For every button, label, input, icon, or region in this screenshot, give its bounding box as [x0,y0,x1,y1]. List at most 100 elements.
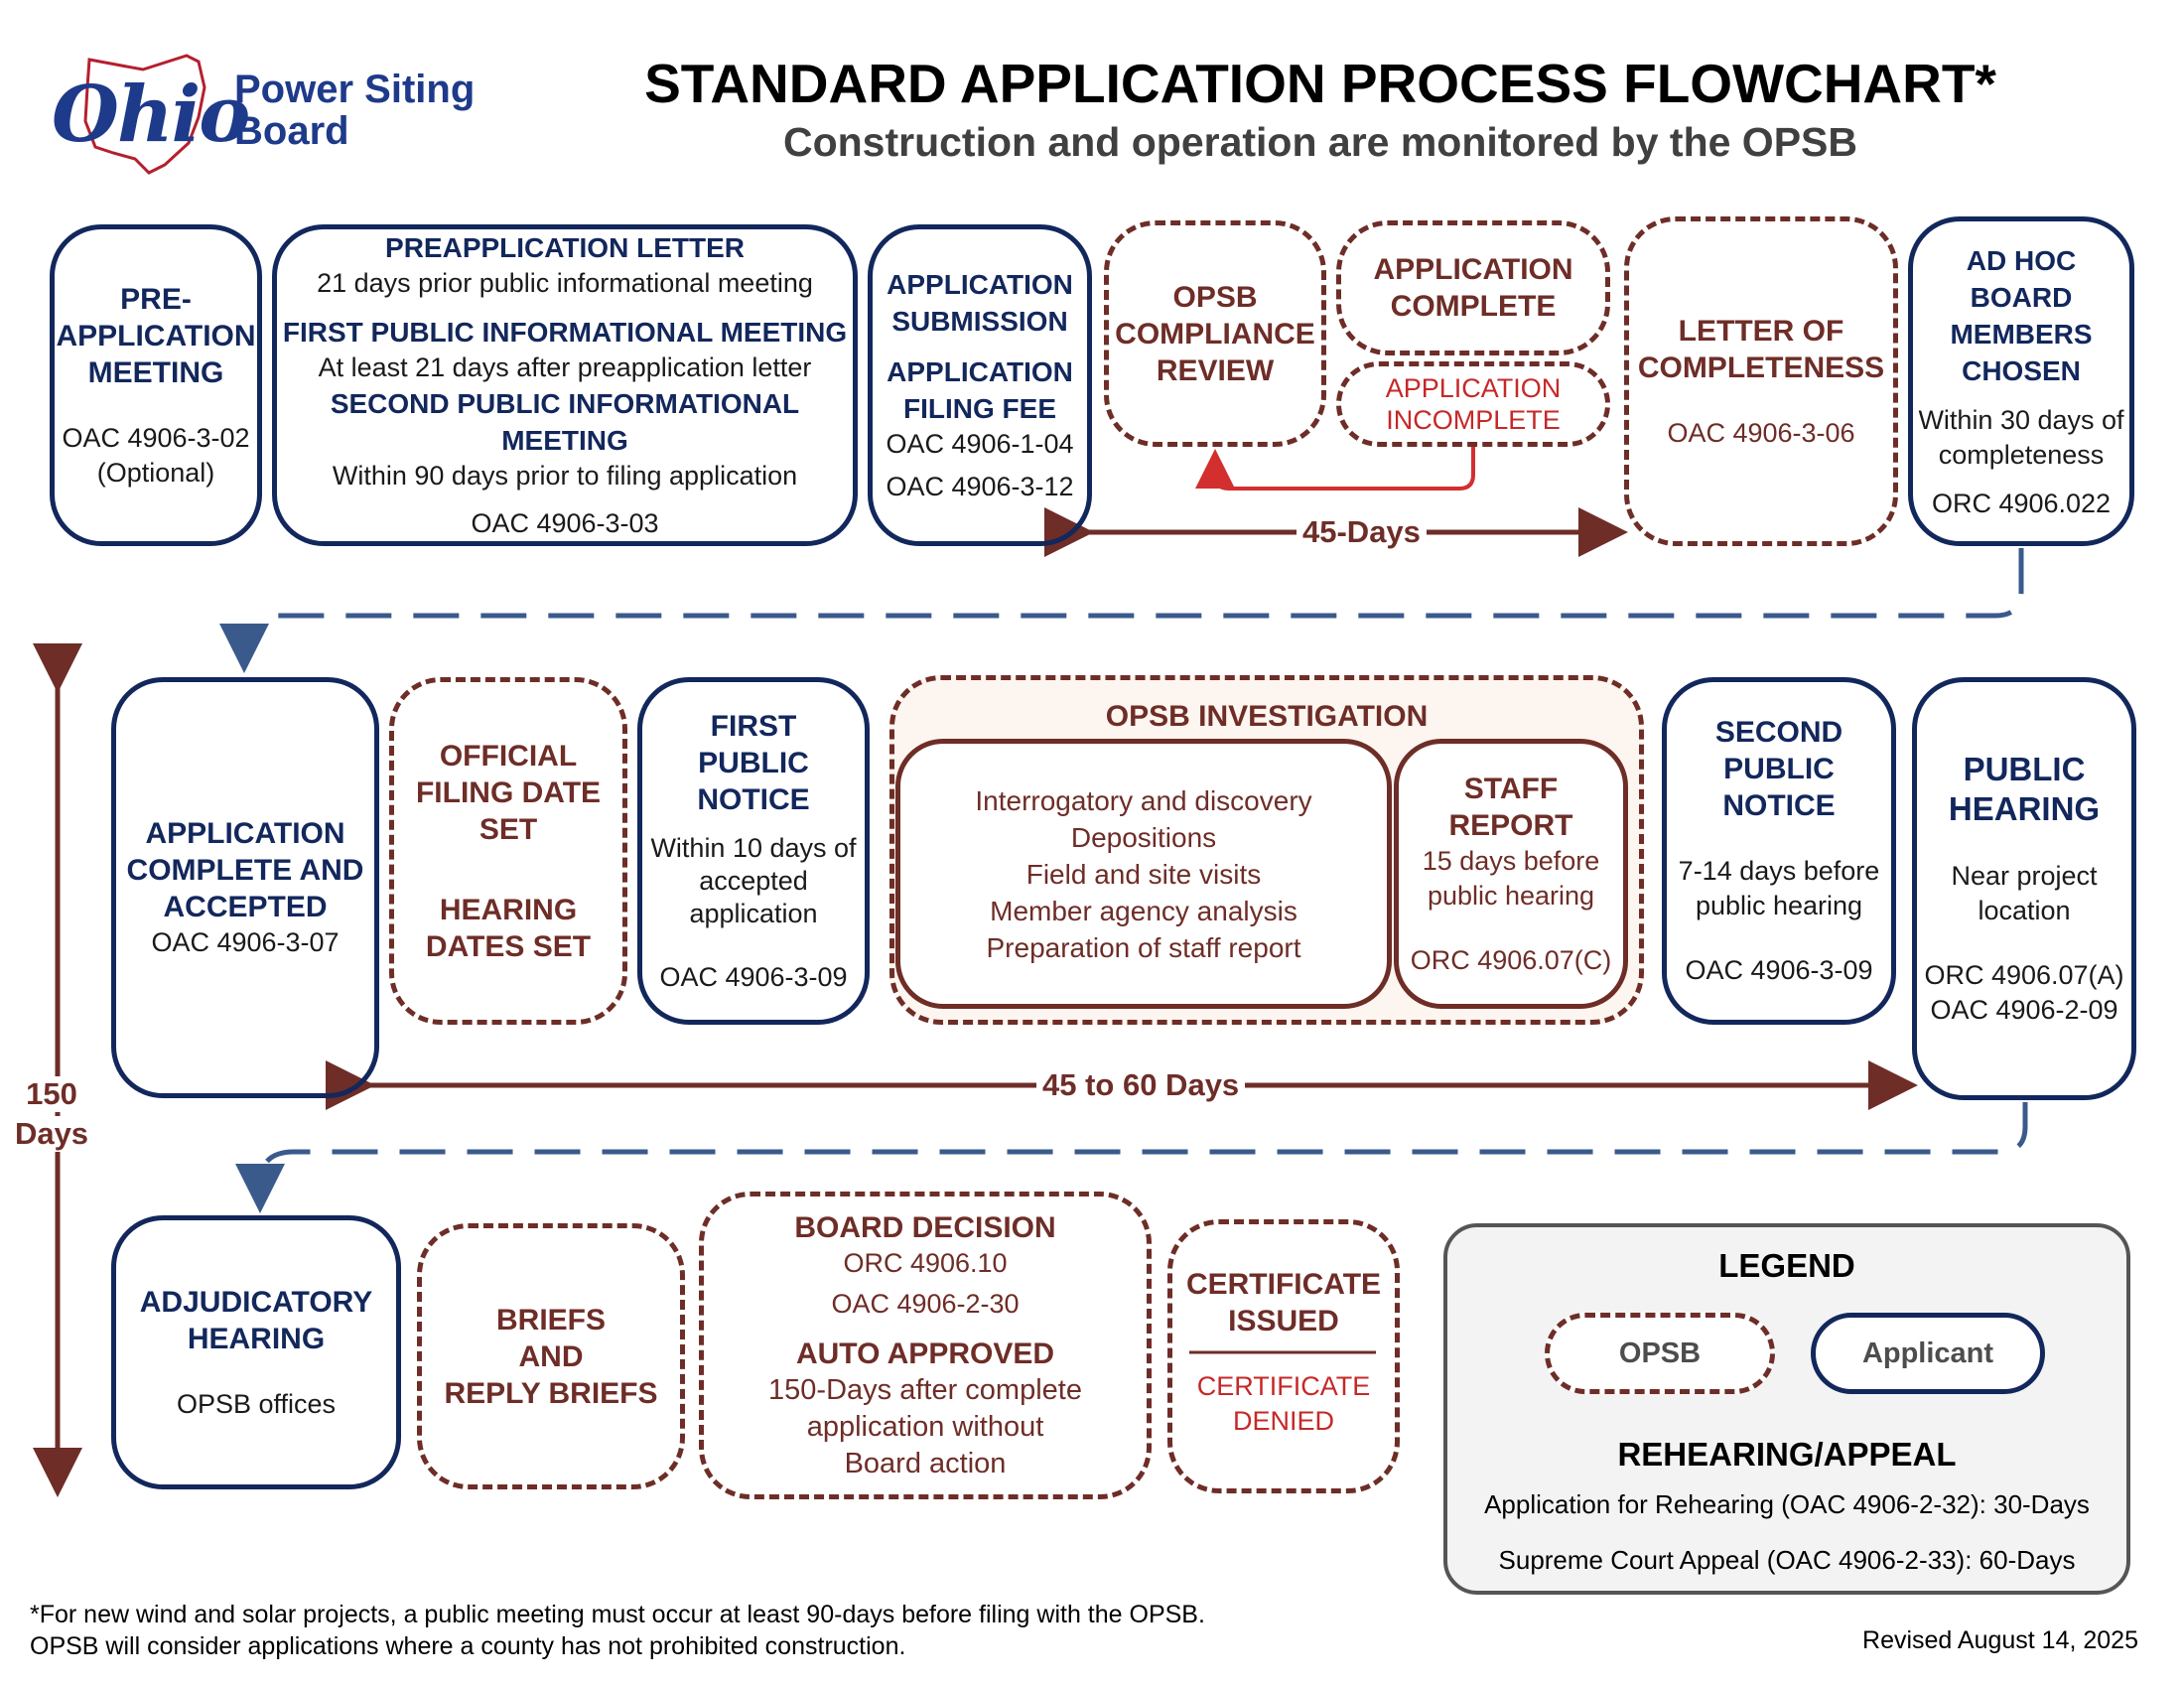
first-meeting-heading: FIRST PUBLIC INFORMATIONAL MEETING [282,317,848,348]
staff-report-note-2: public hearing [1427,880,1595,911]
certificate-denied-title-2: DENIED [1232,1406,1334,1436]
adhoc-title-1: AD HOC BOARD [1966,244,2077,313]
briefs-title-2: AND [518,1339,584,1373]
briefs-title-1: BRIEFS [495,1303,606,1336]
first-notice-title-1: FIRST [710,709,797,743]
letter-title-2: COMPLETENESS [1637,351,1885,384]
filing-fee-title-1: APPLICATION [887,356,1073,387]
briefs-box: BRIEFS AND REPLY BRIEFS [417,1223,685,1489]
pre-app-code: OAC 4906-3-02 [62,422,250,453]
public-hearing-code-1: ORC 4906.07(A) [1924,960,2124,990]
certificate-box: CERTIFICATE ISSUED CERTIFICATE DENIED [1167,1219,1400,1493]
staff-report-box: STAFF REPORT 15 days before public heari… [1394,739,1628,1009]
staff-report-title-2: REPORT [1448,808,1573,842]
first-notice-note-3: application [689,898,818,928]
hearing-dates-title-2: DATES SET [425,929,592,963]
footnote-line-2: OPSB will consider applications where a … [30,1632,906,1660]
submission-title-2: SUBMISSION [891,306,1068,337]
adjudicatory-hearing-box: ADJUDICATORY HEARING OPSB offices [111,1215,401,1489]
appeal-line: Supreme Court Appeal (OAC 4906-2-33): 60… [1498,1545,2076,1575]
investigation-item: Depositions [1070,821,1217,853]
complete-title-1: APPLICATION [1373,253,1573,286]
second-meeting-note: Within 90 days prior to filing applicati… [332,461,798,491]
preapplication-letter-heading: PREAPPLICATION LETTER [385,232,745,263]
filing-title-2: FILING DATE [415,775,602,809]
page-title: STANDARD APPLICATION PROCESS FLOWCHART* [644,53,1996,114]
board-decision-code-1: ORC 4906.10 [843,1247,1008,1278]
briefs-title-3: REPLY BRIEFS [444,1376,658,1410]
connector-row2-row3 [235,1102,2028,1213]
submission-code-2: OAC 4906-3-12 [886,472,1074,501]
page-subtitle: Construction and operation are monitored… [782,119,1858,165]
application-incomplete-box: APPLICATION INCOMPLETE [1336,361,1610,447]
second-notice-note-2: public hearing [1695,891,1863,920]
board-decision-code-2: OAC 4906-2-30 [831,1288,1020,1319]
logo: Ohio Power Siting Board [48,48,484,177]
rehearing-appeal-title: REHEARING/APPEAL [1617,1436,1957,1473]
span-150-days-label-1: 150 [16,1076,87,1112]
compliance-title-3: REVIEW [1156,353,1275,387]
first-notice-code: OAC 4906-3-09 [659,961,848,992]
revised-date: Revised August 14, 2025 [1862,1626,2138,1654]
submission-title-1: APPLICATION [887,269,1073,300]
staff-report-note-1: 15 days before [1422,845,1600,876]
pre-app-title-1: PRE- [120,282,192,316]
second-notice-title-1: SECOND [1714,716,1843,749]
certificate-denied-title-1: CERTIFICATE [1196,1371,1371,1401]
second-notice-title-3: NOTICE [1722,789,1836,822]
rehearing-line: Application for Rehearing (OAC 4906-2-32… [1484,1489,2090,1519]
first-notice-note-2: accepted [699,865,808,896]
letter-code: OAC 4906-3-06 [1667,417,1855,448]
accepted-title-2: COMPLETE AND [126,854,364,887]
submission-code-1: OAC 4906-1-04 [886,429,1074,459]
public-hearing-note-2: location [1978,896,2071,925]
adhoc-title-3: CHOSEN [1962,354,2081,386]
legend-opsb-swatch: OPSB [1545,1313,1775,1394]
investigation-item: Interrogatory and discovery [975,784,1312,816]
board-decision-box: BOARD DECISION ORC 4906.10 OAC 4906-2-30… [699,1192,1152,1499]
letter-of-completeness-box: LETTER OF COMPLETENESS OAC 4906-3-06 [1624,216,1898,546]
application-submission-box: APPLICATION SUBMISSION APPLICATION FILIN… [868,224,1092,546]
opsb-compliance-review-box: OPSB COMPLIANCE REVIEW [1104,220,1326,447]
auto-approved-note-1: 150-Days after complete [768,1373,1082,1406]
board-decision-heading: BOARD DECISION [794,1210,1056,1244]
investigation-item: Member agency analysis [990,895,1297,926]
adhoc-note-2: completeness [1938,439,2105,470]
pre-app-title-2: APPLICATION [56,319,256,352]
org-name-line2: Board [234,109,349,153]
filing-title-3: SET [478,812,538,846]
hearing-dates-title-1: HEARING [439,893,578,926]
second-notice-code: OAC 4906-3-09 [1685,955,1873,985]
legend-title: LEGEND [1718,1247,1855,1284]
ad-hoc-board-box: AD HOC BOARD MEMBERS CHOSEN Within 30 da… [1908,216,2134,546]
span-45-60-days-label: 45 to 60 Days [1036,1067,1246,1103]
span-45-days-label: 45-Days [1297,514,1427,550]
certificate-issued-title-1: CERTIFICATE [1185,1268,1382,1301]
first-notice-title-2: PUBLIC [698,746,809,779]
investigation-item: Preparation of staff report [986,931,1301,963]
investigation-item: Field and site visits [1025,858,1262,890]
compliance-title-2: COMPLIANCE [1115,317,1315,351]
pre-app-note: (Optional) [96,457,215,488]
incomplete-title-2: INCOMPLETE [1386,405,1561,435]
preapplication-letter-note: 21 days prior public informational meeti… [317,268,813,298]
incomplete-return-arrow [1195,445,1475,491]
adhoc-note-1: Within 30 days of [1918,404,2124,435]
adhoc-title-2: MEMBERS [1950,318,2093,350]
public-hearing-box: PUBLIC HEARING Near project location ORC… [1912,677,2136,1100]
first-public-notice-box: FIRST PUBLIC NOTICE Within 10 days of ac… [637,677,870,1025]
org-name-line1: Power Siting [234,68,476,111]
legend-applicant-swatch: Applicant [1811,1313,2045,1394]
logo-word: Ohio [52,70,250,160]
ohio-state-outline-icon [83,54,206,175]
investigation-title: OPSB INVESTIGATION [1105,700,1429,733]
public-hearing-title-1: PUBLIC [1963,751,2086,787]
second-meeting-heading: SECOND PUBLIC INFORMATIONAL MEETING [330,388,800,456]
letter-title-1: LETTER OF [1678,314,1844,348]
filing-and-hearing-dates-box: OFFICIAL FILING DATE SET HEARING DATES S… [389,677,627,1025]
filing-fee-title-2: FILING FEE [903,393,1056,424]
compliance-title-1: OPSB [1172,280,1258,314]
second-notice-note-1: 7-14 days before [1678,856,1880,886]
public-hearing-title-2: HEARING [1948,790,2101,827]
